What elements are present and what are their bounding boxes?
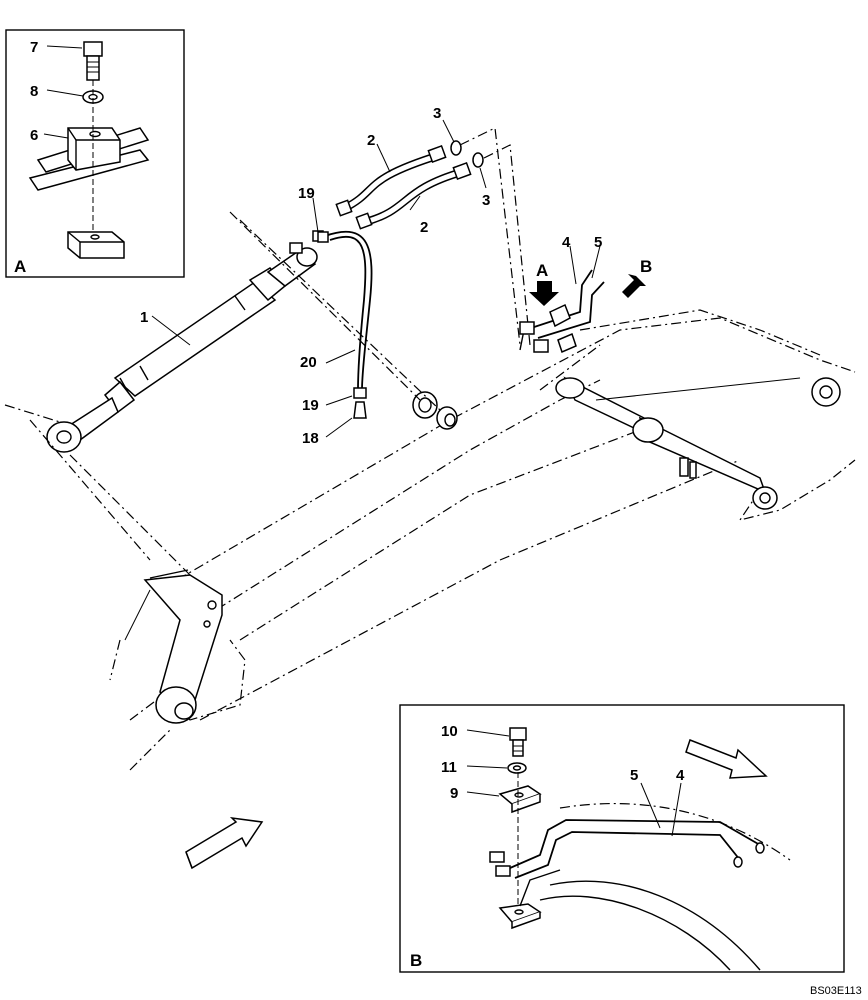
hose-20 (317, 230, 373, 419)
inset-b-frame (399, 704, 845, 973)
inset-b-label: B (410, 951, 422, 970)
callout-19-upper: 19 (298, 185, 315, 202)
inset-b: 10 11 9 5 4 B (399, 704, 845, 973)
pipes-main (519, 269, 605, 354)
view-arrow-b-icon (622, 274, 646, 298)
pipe-fittings (489, 851, 511, 877)
pivot-pins (412, 391, 458, 430)
clamp-icon (498, 785, 542, 814)
inset-a: 7 8 6 A (5, 29, 185, 278)
view-arrow-a-label: A (536, 261, 548, 280)
hose-pair (335, 145, 472, 230)
hydraulic-cylinder (46, 230, 324, 453)
arm-cylinder (555, 376, 841, 510)
callout-4: 4 (562, 234, 571, 251)
direction-arrow-icon (685, 739, 768, 779)
drawing-code: BS03E113 (810, 985, 862, 997)
callout-10: 10 (441, 723, 458, 740)
callout-20: 20 (300, 354, 317, 371)
view-arrow-b-label: B (640, 257, 652, 276)
callout-9: 9 (450, 785, 458, 802)
callout-7: 7 (30, 39, 38, 56)
callout-18: 18 (302, 430, 319, 447)
callout-2-lower: 2 (420, 219, 428, 236)
clamp-icon (28, 127, 150, 191)
boom-foot-bracket (124, 569, 223, 724)
boom-upper-edge (159, 317, 856, 591)
callout-5-inset: 5 (630, 767, 638, 784)
front-direction-arrow-icon (185, 816, 264, 870)
callout-3-lower: 3 (482, 192, 490, 209)
callout-3-upper: 3 (433, 105, 441, 122)
o-ring-icon (472, 152, 484, 168)
view-arrow-a-icon (529, 281, 559, 306)
plate-icon (67, 231, 125, 259)
washer-icon (507, 762, 527, 774)
callout-11: 11 (441, 759, 457, 776)
callout-4-inset: 4 (676, 767, 685, 784)
callout-6: 6 (30, 127, 38, 144)
inset-a-frame (5, 29, 185, 278)
callout-19-lower: 19 (302, 397, 319, 414)
callout-8: 8 (30, 83, 38, 100)
o-ring-icon (450, 140, 462, 156)
callout-1: 1 (140, 309, 148, 326)
inset-a-label: A (14, 257, 26, 276)
bolt-icon (509, 727, 527, 757)
callout-5: 5 (594, 234, 602, 251)
bolt-icon (83, 41, 103, 81)
callout-2-upper: 2 (367, 132, 375, 149)
main-assembly: A B 1 2 2 3 3 4 5 19 20 19 18 (4, 105, 856, 771)
